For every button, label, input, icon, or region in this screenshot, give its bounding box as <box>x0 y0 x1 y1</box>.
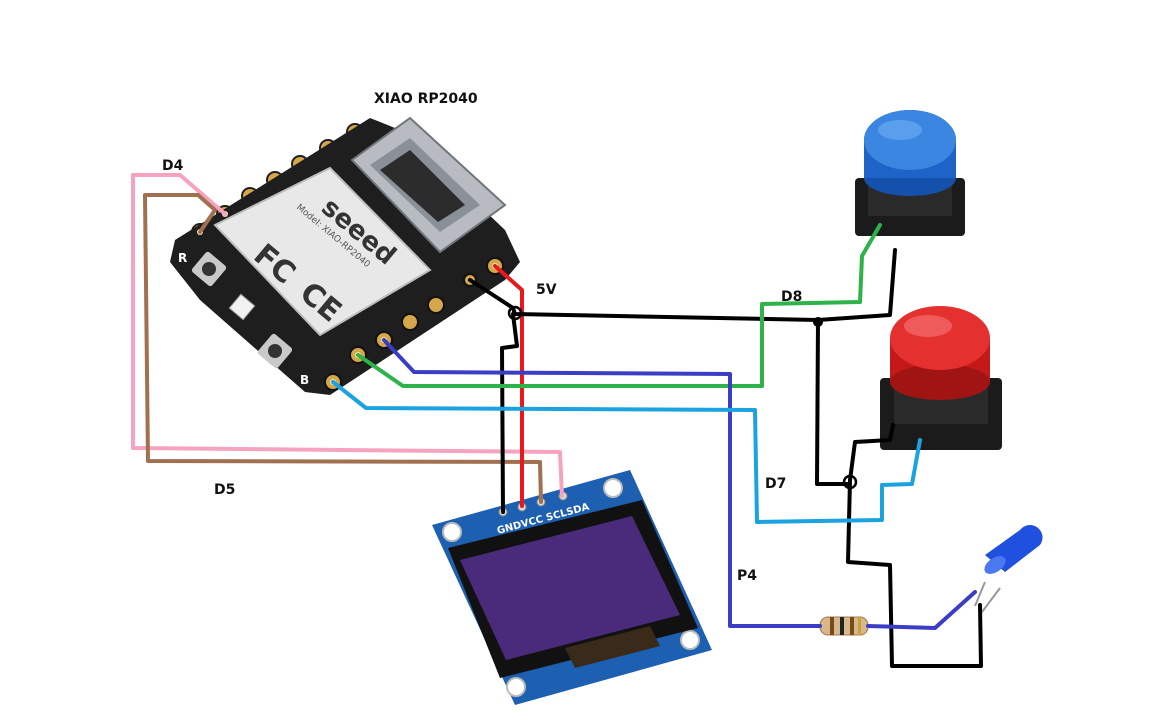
wire-blue-led <box>866 590 977 630</box>
junction-gnd-1 <box>507 305 523 321</box>
wire-brown-d5 <box>143 193 543 504</box>
label-d7: D7 <box>765 476 786 492</box>
board-boot-button <box>257 333 293 369</box>
xiao-rp2040-board: seeed Model: XIAO-RP2040 FC CE R B <box>170 116 520 395</box>
board-rgb-led <box>228 293 256 321</box>
rf-shield <box>213 166 432 337</box>
label-p4: P4 <box>737 568 757 584</box>
wire-green-d8 <box>356 223 882 388</box>
junction-gnd-2 <box>813 317 823 327</box>
wire-blue-p4 <box>382 338 822 628</box>
blue-push-button <box>855 110 965 236</box>
board-reset-button <box>191 251 227 287</box>
label-board-title: XIAO RP2040 <box>374 91 478 107</box>
label-d4: D4 <box>162 158 184 174</box>
resistor <box>819 616 869 636</box>
wire-black-gnd-drop <box>815 318 850 486</box>
usb-c-connector <box>350 116 507 254</box>
wire-cyan-d7 <box>331 380 922 524</box>
board-label-r: R <box>178 251 187 265</box>
label-d5: D5 <box>214 482 235 498</box>
label-d8: D8 <box>781 289 802 305</box>
red-push-button <box>880 306 1002 450</box>
blue-led <box>974 525 1043 613</box>
wire-black-btn-red <box>846 423 983 668</box>
label-5v: 5V <box>536 282 557 298</box>
wire-pink-d4 <box>131 173 564 498</box>
oled-display: GNDVCC SCLSDA <box>432 470 712 705</box>
wire-red-5v <box>493 264 524 508</box>
wire-black-gnd-main <box>468 248 897 322</box>
board-label-b: B <box>300 373 309 387</box>
junction-gnd-3 <box>842 474 858 490</box>
oled-screen <box>460 516 680 660</box>
wire-black-gnd-oled <box>500 312 519 514</box>
